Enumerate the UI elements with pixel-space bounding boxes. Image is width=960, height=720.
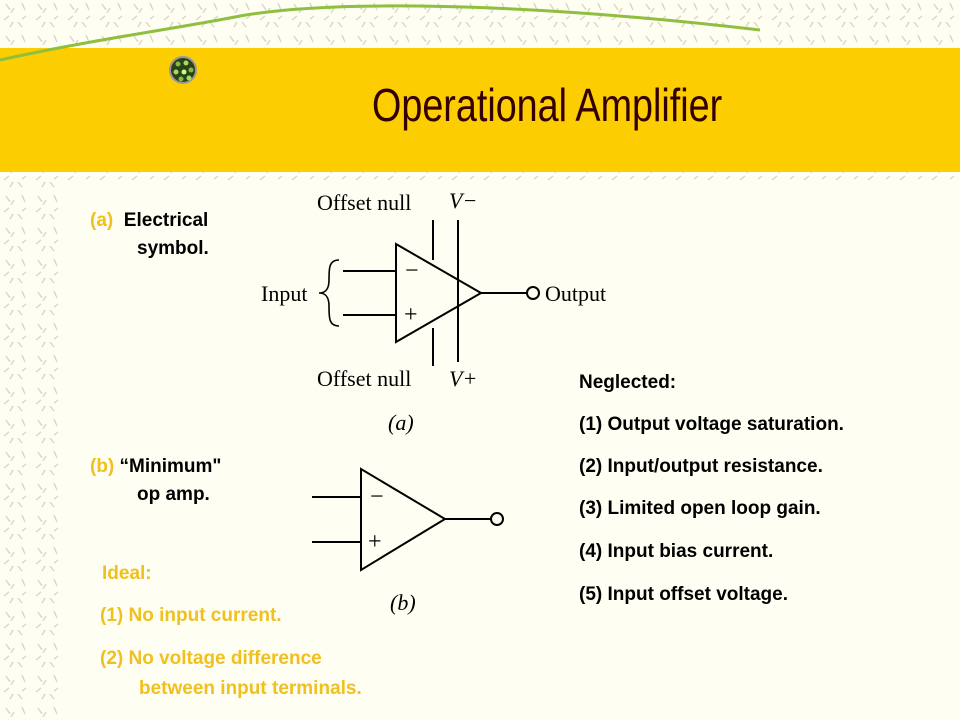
offset-null-top-label: Offset null xyxy=(317,190,411,215)
slide-title: Operational Amplifier xyxy=(372,79,723,131)
bullet-icon xyxy=(169,56,197,84)
section-a-line1: Electrical xyxy=(123,210,209,231)
section-a-line2: symbol. xyxy=(137,238,209,259)
title-band xyxy=(0,4,960,172)
section-b-line2: op amp. xyxy=(137,484,210,505)
ideal-item-1: (1) No input current. xyxy=(100,605,282,626)
section-b-line1: “Minimum" xyxy=(119,456,222,477)
offset-null-bottom-label: Offset null xyxy=(317,366,411,391)
caption-b: (b) xyxy=(390,590,416,615)
vminus-label: V− xyxy=(449,188,477,213)
opamp-symbol-a: Offset null V− Input Output Offset null … xyxy=(261,188,606,435)
section-a-label: (a) Electrical xyxy=(90,210,208,232)
opamp-triangle-a xyxy=(395,242,484,344)
output-label: Output xyxy=(545,281,606,306)
opamp-triangle-b xyxy=(360,467,447,572)
neglected-item-5: (5) Input offset voltage. xyxy=(579,584,788,605)
minus-sign-b: − xyxy=(370,484,384,510)
section-a-tag: (a) xyxy=(90,210,114,231)
ideal-item-3: between input terminals. xyxy=(139,678,362,699)
neglected-item-2: (2) Input/output resistance. xyxy=(579,456,823,477)
input-label: Input xyxy=(261,281,307,306)
minus-sign-a: − xyxy=(405,258,419,284)
vplus-label: V+ xyxy=(449,366,477,391)
neglected-item-3: (3) Limited open loop gain. xyxy=(579,498,821,519)
swoosh-line xyxy=(0,4,761,62)
plus-sign-b: + xyxy=(368,529,382,555)
section-b-label: (b) “Minimum" xyxy=(90,456,221,478)
output-terminal-b xyxy=(490,512,504,526)
opamp-symbol-b: − + (b) xyxy=(312,467,504,615)
neglected-item-4: (4) Input bias current. xyxy=(579,541,774,562)
ideal-item-2: (2) No voltage difference xyxy=(100,648,322,669)
output-terminal-a xyxy=(526,286,540,300)
ideal-heading: Ideal: xyxy=(102,563,152,584)
caption-a: (a) xyxy=(388,410,414,435)
neglected-item-1: (1) Output voltage saturation. xyxy=(579,414,844,435)
plus-sign-a: + xyxy=(404,302,418,328)
section-b-tag: (b) xyxy=(90,456,115,477)
neglected-heading: Neglected: xyxy=(579,372,677,393)
